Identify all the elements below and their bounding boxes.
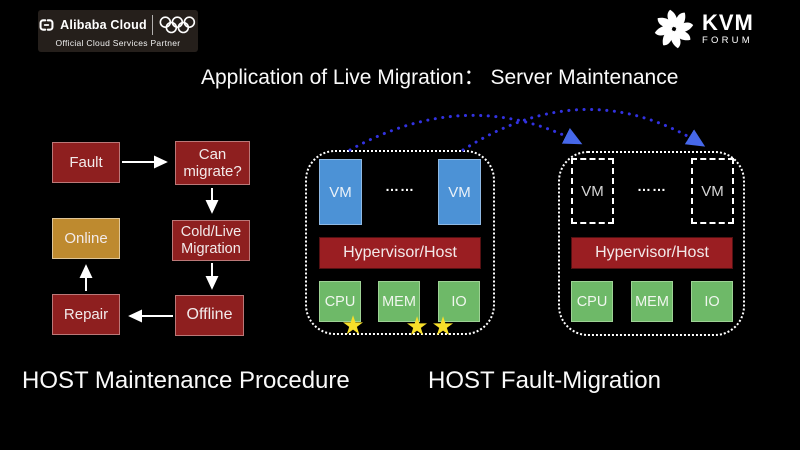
badge-divider	[151, 15, 153, 35]
source-mem-box: MEM	[378, 281, 420, 322]
source-vm-right: VM	[438, 159, 481, 225]
flow-node-cold-live-migration: Cold/Live Migration	[172, 220, 250, 261]
alibaba-tagline-label: Official Cloud Services Partner	[55, 37, 181, 48]
flow-node-repair: Repair	[52, 294, 120, 335]
fault-star-icon: ★	[341, 310, 365, 340]
kvm-title-label: KVM	[702, 10, 754, 36]
flow-node-offline: Offline	[175, 295, 244, 336]
target-mem-box: MEM	[631, 281, 673, 322]
alibaba-badge-row: Alibaba Cloud	[38, 15, 198, 36]
source-cpu-box: CPU	[319, 281, 361, 322]
flow-node-fault: Fault	[52, 142, 120, 183]
page-title: Application of Live Migration： Server Ma…	[201, 66, 679, 89]
kvm-text-block: KVM FORUM	[702, 12, 754, 46]
flow-node-online: Online	[52, 218, 120, 259]
migration-arc-left-vm	[348, 113, 583, 152]
target-host-box	[558, 151, 745, 336]
target-cpu-box: CPU	[571, 281, 613, 322]
migration-arcs	[348, 107, 706, 152]
alibaba-brand-label: Alibaba Cloud	[60, 18, 147, 32]
source-hypervisor-bar: Hypervisor/Host	[319, 237, 481, 269]
olympic-rings-icon	[159, 15, 195, 33]
fault-star-icon: ★	[431, 311, 455, 341]
target-hypervisor-bar: Hypervisor/Host	[571, 237, 733, 269]
alibaba-cloud-badge: Alibaba Cloud Official Cloud Services Pa…	[38, 10, 198, 52]
kvm-forum-logo: KVM FORUM	[650, 5, 754, 53]
target-vm-left: VM	[571, 158, 614, 224]
fault-star-icon: ★	[405, 311, 429, 341]
alibaba-cloud-logo-icon	[39, 19, 54, 31]
flow-node-can-migrate: Can migrate?	[175, 141, 250, 185]
kvm-subtitle-label: FORUM	[702, 35, 753, 47]
source-vm-ellipsis: ……	[385, 178, 415, 194]
target-io-box: IO	[691, 281, 733, 322]
fault-migration-caption: HOST Fault-Migration	[428, 367, 661, 394]
maintenance-procedure-caption: HOST Maintenance Procedure	[22, 367, 350, 394]
source-vm-left: VM	[319, 159, 362, 225]
migration-arc-right-vm	[461, 107, 706, 152]
target-vm-right: VM	[691, 158, 734, 224]
kvm-pinwheel-icon	[654, 9, 694, 49]
target-vm-ellipsis: ……	[637, 178, 667, 194]
source-io-box: IO	[438, 281, 480, 322]
